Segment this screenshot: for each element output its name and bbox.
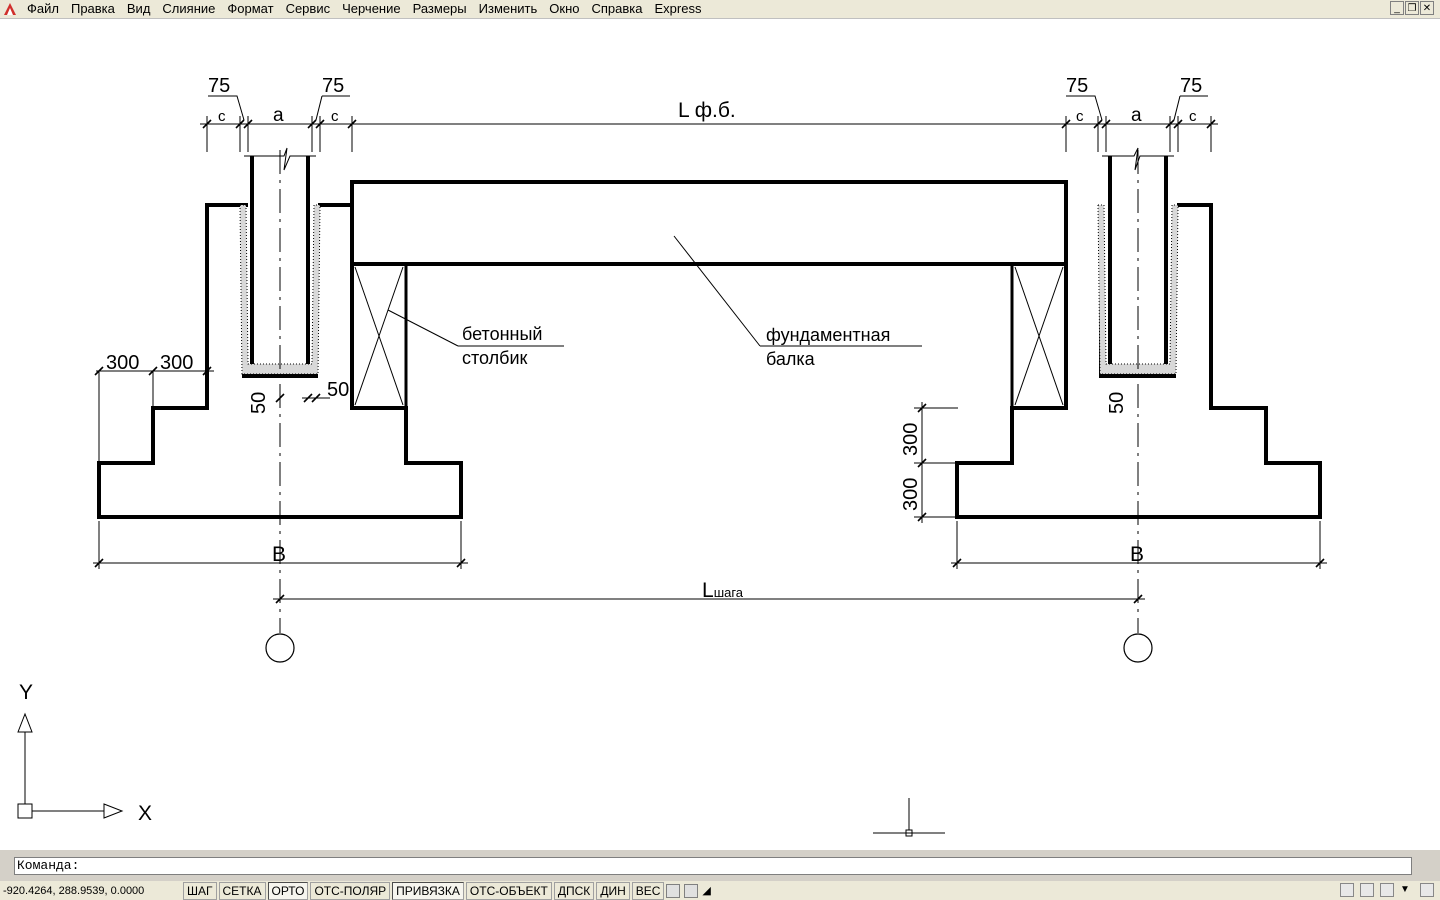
toggle-ortho[interactable]: ОРТО xyxy=(267,881,309,900)
dim-l-step-sub: шага xyxy=(714,585,744,600)
dim-c-left-2: c xyxy=(331,108,339,125)
toggle-polar[interactable]: ОТС-ПОЛЯР xyxy=(310,881,391,900)
label-post-line2: столбик xyxy=(462,348,528,368)
dim-c-right-1: c xyxy=(1076,108,1084,125)
app-icon[interactable] xyxy=(3,2,17,16)
annotation-text: бетонный столбик фундаментная балка xyxy=(462,324,890,369)
menu-view[interactable]: Вид xyxy=(126,1,151,16)
menu-tools[interactable]: Сервис xyxy=(285,1,331,16)
menu-express[interactable]: Express xyxy=(654,1,702,16)
dimension-text: 75 75 75 75 c a c c a c L ф.б. 300 300 5… xyxy=(106,75,1202,602)
dim-50-v-right: 50 xyxy=(1106,392,1128,414)
dim-l-fb: L ф.б. xyxy=(678,99,736,122)
coordinate-readout[interactable]: -920.4264, 288.9539, 0.0000 xyxy=(3,884,145,897)
axis-lines xyxy=(279,150,1139,633)
dim-b-left: B xyxy=(272,543,286,566)
check-icon[interactable] xyxy=(1380,883,1394,897)
toggle-dyn[interactable]: ДИН xyxy=(596,881,630,900)
crosshair-cursor xyxy=(873,798,945,837)
toggle-grid[interactable]: СЕТКА xyxy=(218,881,266,900)
menu-merge[interactable]: Слияние xyxy=(162,1,216,16)
ucs-x-label: X xyxy=(138,802,152,825)
dim-75-right-a: 75 xyxy=(1066,75,1088,97)
menu-dimensions[interactable]: Размеры xyxy=(412,1,467,16)
dim-300-h1: 300 xyxy=(106,352,139,374)
menu-file[interactable]: Файл xyxy=(27,1,59,16)
dim-a-right: a xyxy=(1131,105,1142,126)
layout-icon[interactable] xyxy=(684,883,699,898)
concrete-post-right xyxy=(1010,262,1068,410)
drawing-canvas[interactable]: 75 75 75 75 c a c c a c L ф.б. 300 300 5… xyxy=(0,19,1440,850)
toggle-ducs[interactable]: ДПСК xyxy=(553,881,595,900)
toggle-lwt[interactable]: ВЕС xyxy=(631,881,665,900)
lock-icon[interactable] xyxy=(1360,883,1374,897)
menu-modify[interactable]: Изменить xyxy=(478,1,538,16)
command-line[interactable]: Команда: xyxy=(14,857,1412,875)
dim-50-v-left: 50 xyxy=(248,392,270,414)
dim-75-left-b: 75 xyxy=(322,75,344,97)
break-marks xyxy=(244,147,1174,171)
toggle-otrack[interactable]: ОТС-ОБЪЕКТ xyxy=(465,881,552,900)
command-prompt: Команда: xyxy=(17,858,80,873)
dimension-ticks xyxy=(94,119,1325,604)
communication-icon[interactable] xyxy=(1340,883,1354,897)
toggle-osnap[interactable]: ПРИВЯЗКА xyxy=(392,881,464,900)
dim-75-right-b: 75 xyxy=(1180,75,1202,97)
arrow-icon[interactable]: ◢ xyxy=(702,885,711,897)
label-beam-line1: фундаментная xyxy=(766,325,890,345)
dim-a-left: a xyxy=(273,105,284,126)
chevron-down-icon[interactable]: ▼ xyxy=(1400,884,1410,895)
ucs-icon: Y X xyxy=(17,681,152,825)
label-post-line1: бетонный xyxy=(462,324,542,344)
dimension-lines xyxy=(93,95,1327,600)
dim-b-right: B xyxy=(1130,543,1144,566)
label-beam-line2: балка xyxy=(766,349,816,369)
dim-300-v1: 300 xyxy=(900,423,922,456)
restore-icon[interactable]: ❐ xyxy=(1405,1,1419,15)
dim-c-left-1: c xyxy=(218,108,226,125)
menu-help[interactable]: Справка xyxy=(591,1,643,16)
dim-l-step-main: L xyxy=(702,579,714,602)
close-icon[interactable]: ✕ xyxy=(1420,1,1434,15)
menu-edit[interactable]: Правка xyxy=(70,1,115,16)
concrete-post-left xyxy=(350,262,408,410)
dim-50-h: 50 xyxy=(327,379,349,401)
axis-markers xyxy=(265,633,1153,663)
dim-300-v2: 300 xyxy=(900,478,922,511)
menu-format[interactable]: Формат xyxy=(227,1,274,16)
menu-window[interactable]: Окно xyxy=(549,1,580,16)
dim-300-h2: 300 xyxy=(160,352,193,374)
toggle-snap[interactable]: ШАГ xyxy=(183,881,217,900)
dim-75-left-a: 75 xyxy=(208,75,230,97)
foundation-beam xyxy=(350,180,1068,266)
minimize-icon[interactable]: _ xyxy=(1390,1,1404,15)
dim-c-right-2: c xyxy=(1189,108,1197,125)
dim-l-step: Lшага xyxy=(702,579,744,602)
tray: ▼ xyxy=(1340,883,1434,897)
clean-screen-icon[interactable] xyxy=(1420,883,1434,897)
ucs-y-label: Y xyxy=(19,681,33,704)
model-space-icon[interactable] xyxy=(666,883,681,898)
status-bar: -920.4264, 288.9539, 0.0000 ШАГ СЕТКА ОР… xyxy=(0,881,1440,900)
menu-bar: Файл Правка Вид Слияние Формат Сервис Че… xyxy=(0,0,1440,19)
menu-draw[interactable]: Черчение xyxy=(342,1,401,16)
